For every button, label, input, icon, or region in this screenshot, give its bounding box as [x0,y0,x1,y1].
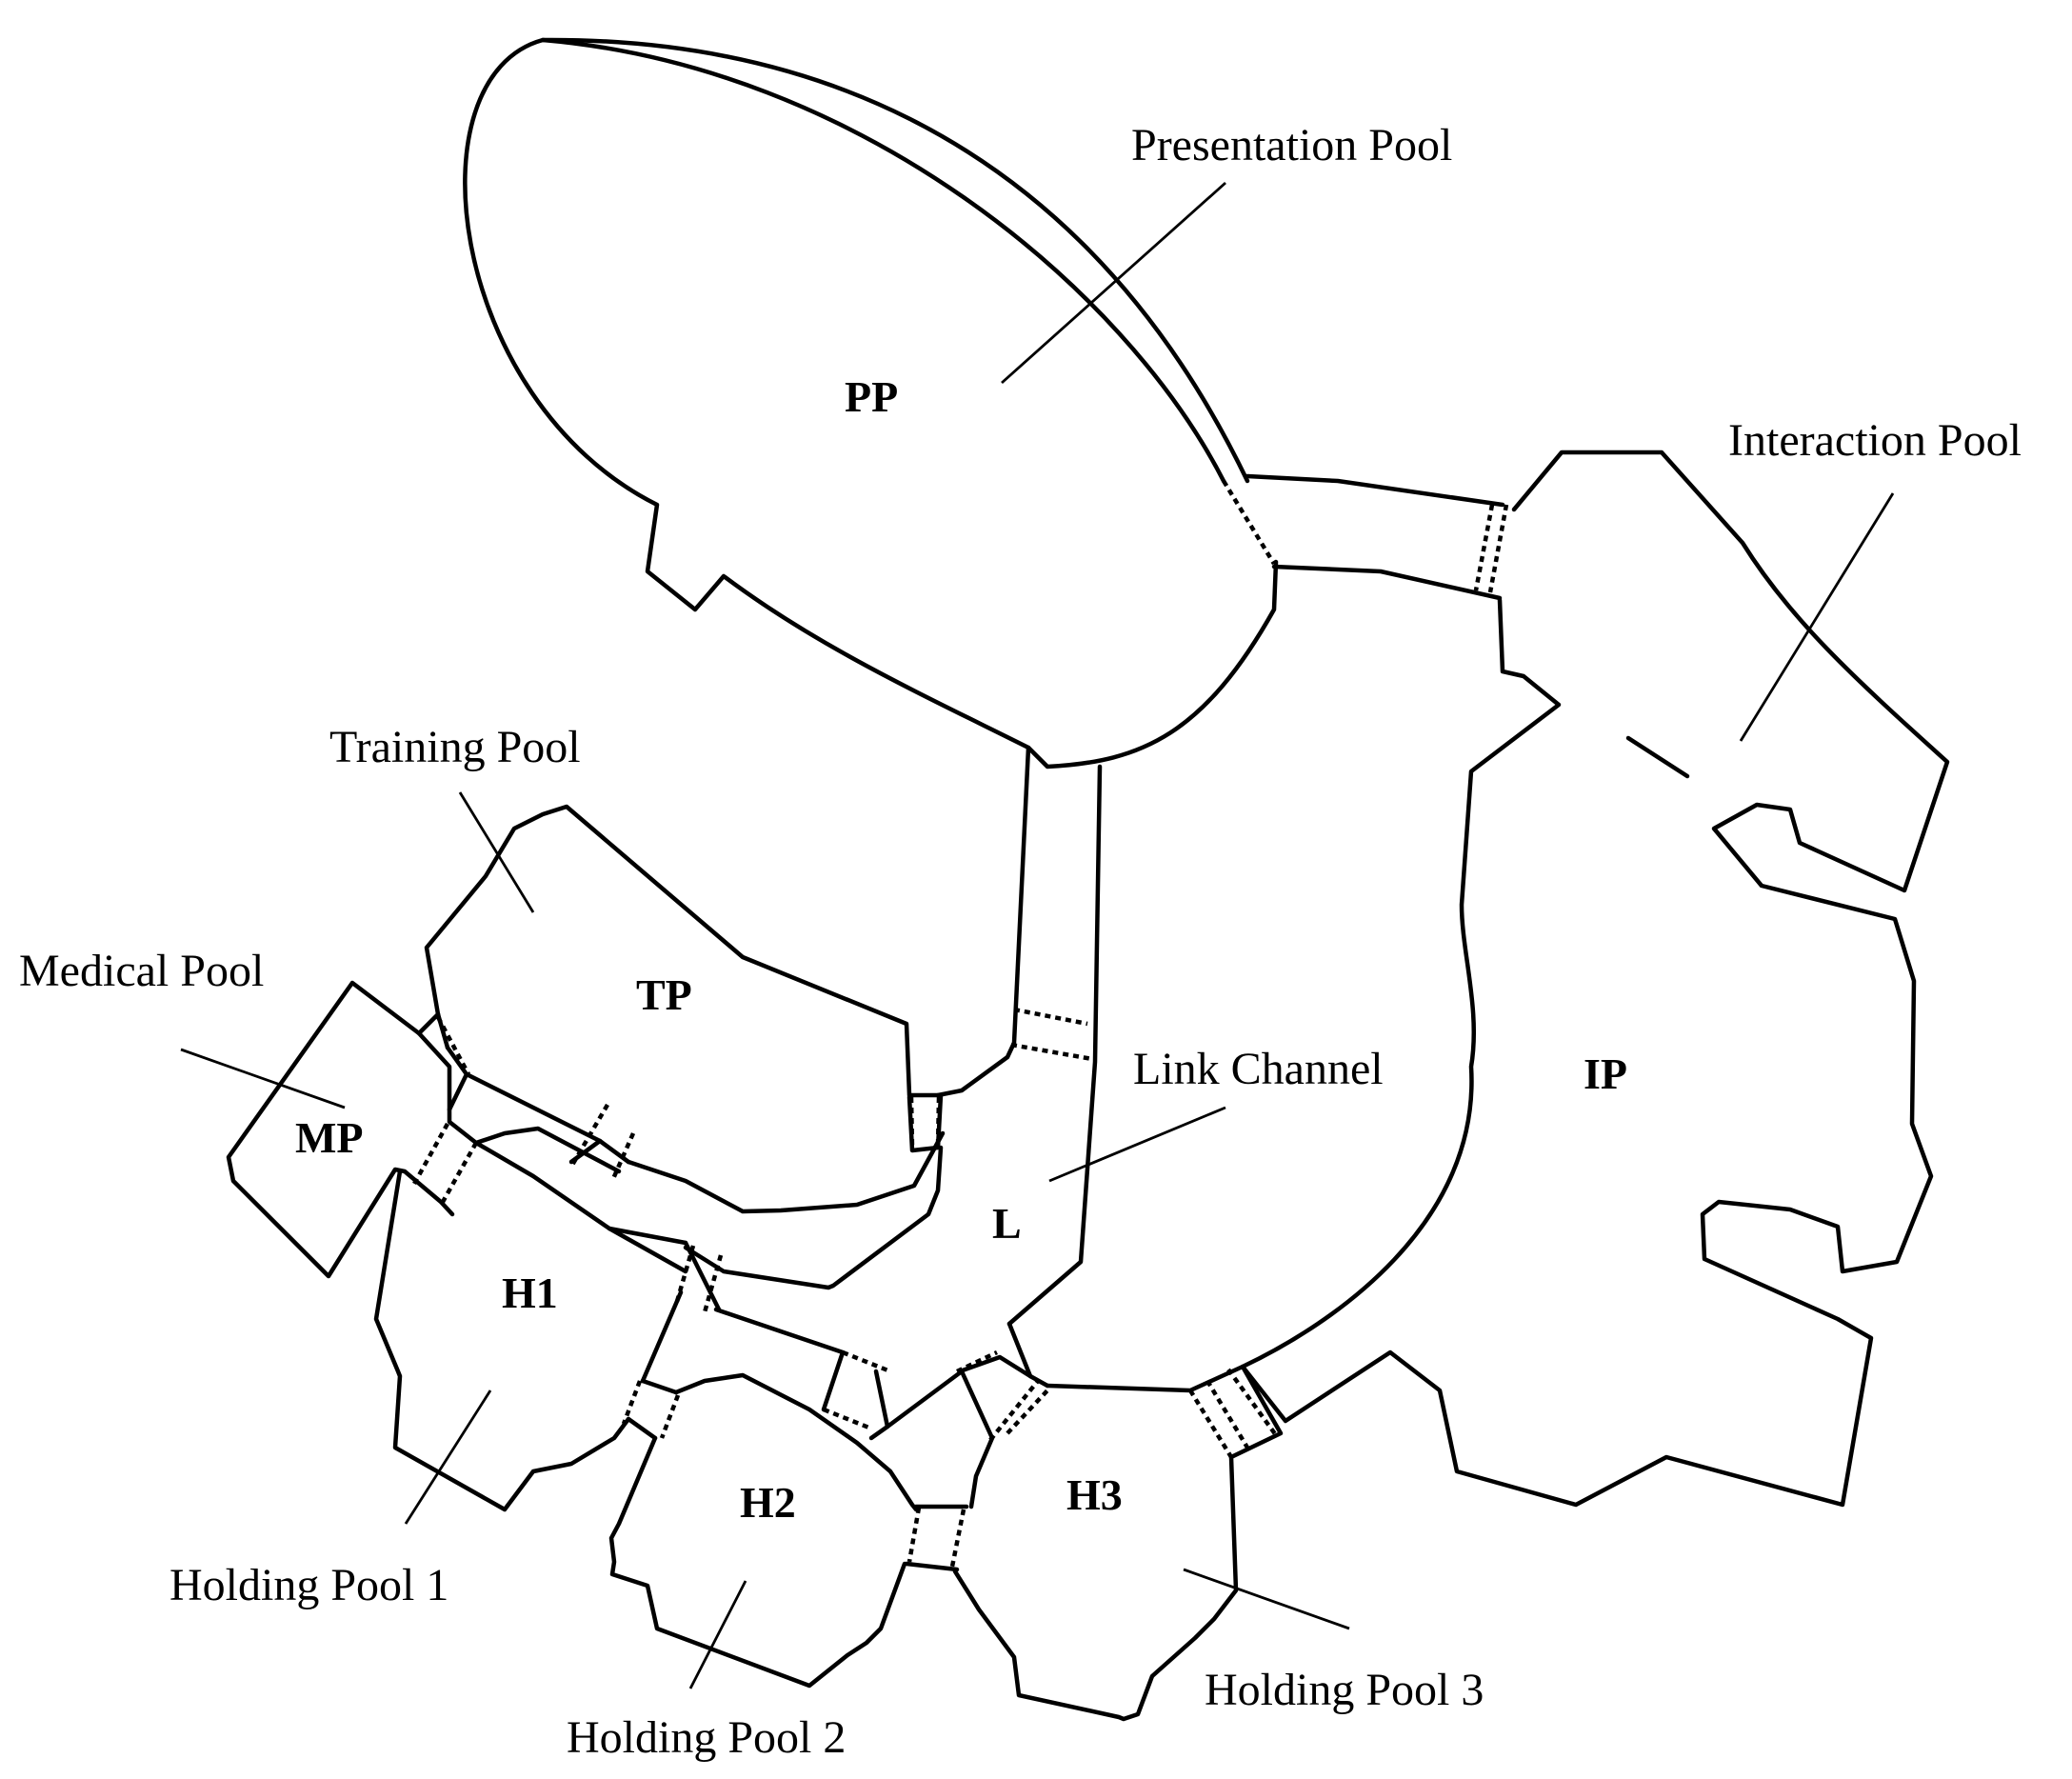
label-medical-pool: Medical Pool [19,946,264,996]
presentation-pool-outline [463,37,1279,770]
presentation-pool [463,37,1279,770]
training-pool [424,804,946,1214]
leader-holding-pool-2 [688,1580,747,1689]
channel-pp-ip [1222,473,1509,601]
holding-pool-1-outline [373,1169,631,1512]
channel-link-h3 [956,1349,1050,1509]
code-l: L [992,1199,1022,1248]
interaction-pool-divider [1625,735,1690,779]
interaction-pool [1240,450,1950,1508]
leader-link-channel [1048,1106,1226,1183]
medical-pool-outline [226,980,455,1279]
label-training-pool: Training Pool [329,722,581,772]
channel-pp-link [935,745,1103,1327]
pool-codes: PP IP TP MP L H1 H2 H3 [295,372,1627,1527]
leader-training-pool [458,791,535,913]
medical-pool [226,980,455,1279]
code-h3: H3 [1066,1470,1123,1519]
leader-lines [180,181,1895,1689]
pool-names: Presentation Pool Interaction Pool Train… [19,120,2022,1763]
link-channel [683,1145,1033,1379]
label-holding-pool-1: Holding Pool 1 [169,1560,448,1610]
holding-pool-2 [608,1369,965,1689]
label-holding-pool-3: Holding Pool 3 [1205,1665,1484,1715]
leader-medical-pool [180,1048,346,1109]
holding-pool-1 [373,1140,724,1512]
leader-interaction-pool [1739,492,1895,742]
holding-pool-3-outline [952,1364,1284,1722]
code-pp: PP [845,372,898,421]
training-pool-outline [424,804,944,1098]
holding-pool-3 [952,1364,1284,1722]
label-holding-pool-2: Holding Pool 2 [567,1712,846,1763]
leader-holding-pool-1 [404,1389,492,1525]
label-interaction-pool: Interaction Pool [1728,415,2022,466]
channel-h2-h3 [904,1504,969,1572]
interaction-pool-outline [1240,450,1950,1508]
leader-presentation-pool [1001,181,1226,385]
code-tp: TP [636,970,692,1019]
code-h1: H1 [502,1269,558,1317]
presentation-pool-inner-curve [540,37,1250,484]
leader-holding-pool-3 [1183,1568,1350,1630]
code-h2: H2 [740,1478,796,1527]
label-presentation-pool: Presentation Pool [1131,120,1452,170]
holding-pool-2-outline [608,1435,907,1689]
code-mp: MP [295,1113,364,1162]
label-link-channel: Link Channel [1133,1044,1384,1094]
channel-left-junction [412,1011,688,1274]
code-ip: IP [1584,1049,1627,1098]
